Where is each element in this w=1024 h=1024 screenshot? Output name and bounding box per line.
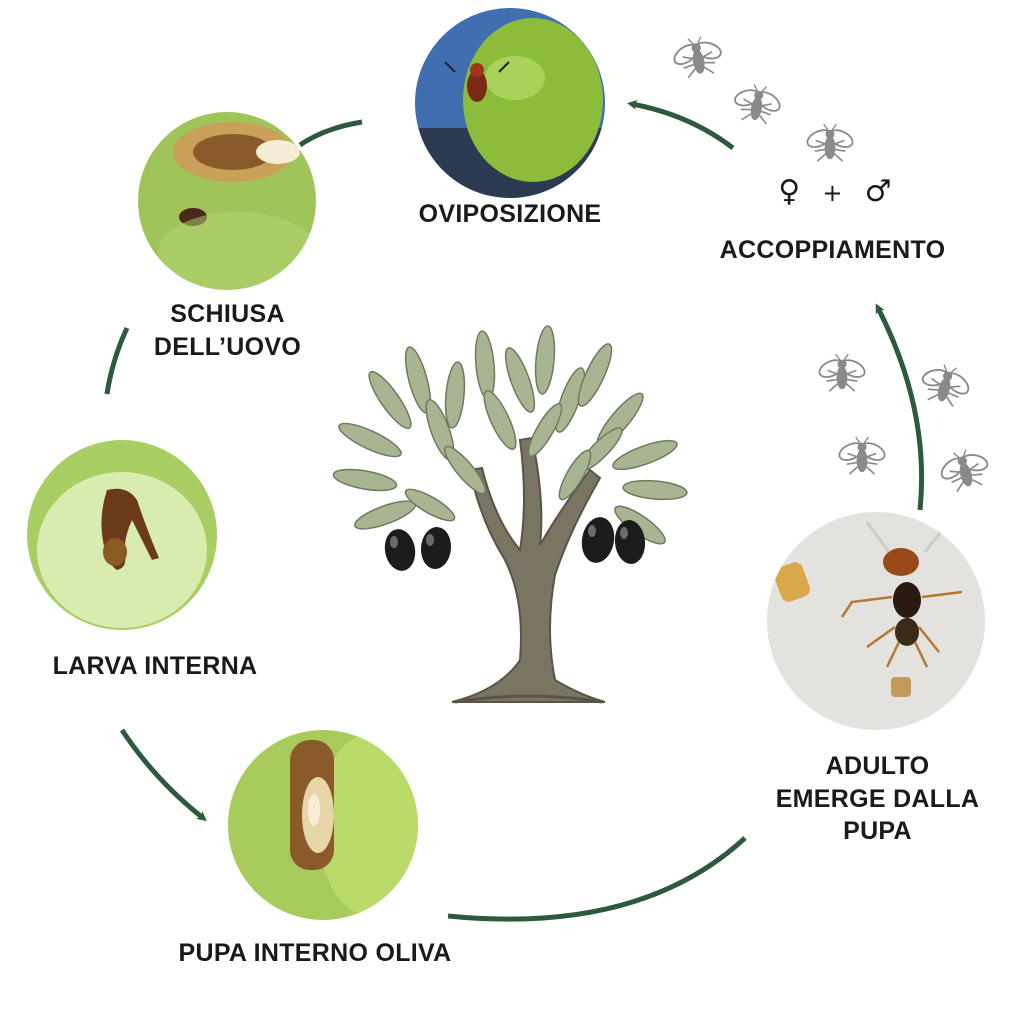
arrow-pupa-to-adult — [447, 836, 747, 922]
female-symbol: ♀ — [778, 174, 801, 209]
egg-hatch-line-1: SCHIUSA — [170, 300, 285, 328]
arrow-oviposition-to-hatch — [298, 119, 363, 148]
fly-icon — [803, 123, 857, 163]
fly-icon — [667, 32, 728, 81]
stage-label-pupa: PUPA INTERNO OLIVA — [178, 939, 452, 967]
damaged-olive-photo — [138, 112, 316, 290]
mating-symbols: ♀ + ♂ — [760, 172, 910, 211]
stage-label-oviposition: OVIPOSIZIONE — [418, 200, 602, 228]
plus-symbol: + — [822, 179, 843, 207]
fly-icon — [728, 80, 787, 128]
adult-fly-photo — [767, 512, 985, 730]
fly-icon — [914, 358, 977, 411]
olive-cross-section-larva-photo — [27, 440, 217, 630]
male-symbol: ♂ — [864, 174, 892, 209]
fly-icon — [815, 353, 869, 393]
fly-icon — [835, 436, 889, 476]
olive-with-pupa-photo — [228, 730, 418, 920]
arrow-adult-to-mating — [875, 303, 925, 511]
arrow-mating-to-oviposition — [627, 100, 735, 150]
fly-icon — [933, 443, 996, 496]
adult-line-2: EMERGE DALLA — [775, 784, 980, 813]
egg-hatch-line-2: DELL’UOVO — [153, 332, 302, 361]
adult-line-1: ADULTO — [825, 752, 930, 780]
adult-line-3: PUPA — [843, 817, 912, 845]
olive-with-fly-photo — [415, 8, 605, 198]
stage-label-adult: ADULTO EMERGE DALLA PUPA — [740, 750, 1015, 848]
stage-label-larva: LARVA INTERNA — [52, 652, 258, 680]
olive-tree-illustration — [332, 325, 688, 704]
stage-label-mating: ACCOPPIAMENTO — [719, 236, 946, 264]
arrow-larva-to-pupa — [119, 728, 207, 822]
stage-label-egg-hatch: SCHIUSA DELL’UOVO — [100, 298, 355, 363]
arrow-hatch-to-larva — [104, 326, 130, 395]
